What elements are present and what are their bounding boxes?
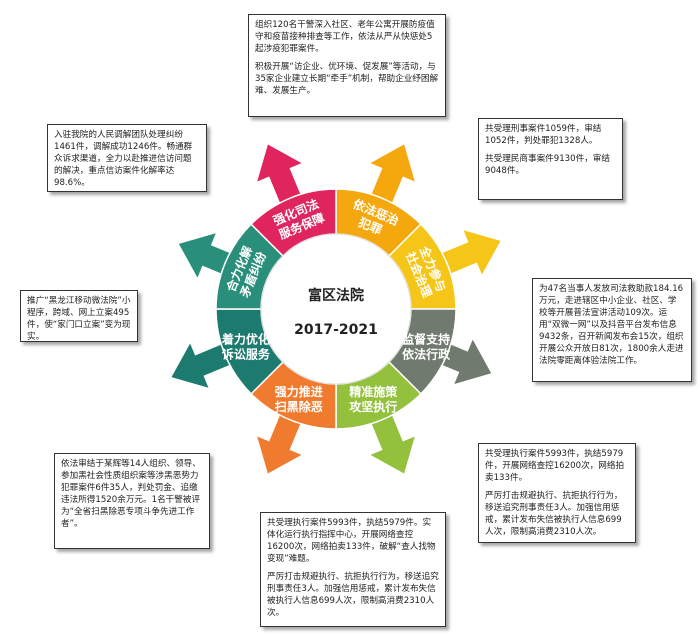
box-right: 为47名当事人发放司法救助款184.16万元，走进辖区中小企业、社区、学校等开展… (532, 278, 692, 382)
center-years: 2017-2021 (294, 322, 378, 338)
box-bottom-p1: 共受理执行案件5993件，执结5979件。实体化运行执行指挥中心，开展网络查控1… (267, 518, 436, 565)
box-top-p1: 组织120名干警深入社区、老年公寓开展防疫值守和疫苗接种排查等工作，依法从严从快… (255, 20, 435, 55)
arrow-s (257, 406, 305, 474)
box-bottom: 共受理执行案件5993件，执结5979件。实体化运行执行指挥中心，开展网络查控1… (260, 512, 446, 627)
box-bottom-right-p2: 严厉打击规避执行、抗拒执行行为，移送追究刑事责任3人。加强信用惩戒，累计发布失信… (485, 491, 623, 538)
box-top-right-p2: 共受理民商事案件9130件，审结9048件。 (485, 154, 610, 177)
segment-label-se-line2: 攻坚执行 (349, 399, 397, 414)
box-top-p2: 积极开展“访企业、优环境、促发展”等活动，与35家企业建立长期“牵手”机制，帮助… (255, 62, 439, 97)
box-bottom-right: 共受理执行案件5993件，执结5979件，开展网络查控16200次，网络拍卖13… (478, 443, 636, 543)
arrow-sw (171, 340, 239, 388)
segment-label-sw-line2: 诉讼服务 (222, 346, 271, 361)
segment-label-s-line1: 强力推进 (275, 384, 323, 399)
box-top: 组织120名干警深入社区、老年公寓开展防疫值守和疫苗接种排查等工作，依法从严从快… (248, 14, 446, 117)
arrow-ne (433, 230, 501, 278)
segment-label-se-line1: 精准施策 (349, 384, 398, 399)
segment-label-sw-line1: 着力优化 (221, 331, 270, 346)
box-bottom-p2: 严厉打击规避执行、抗拒执行行为，移送追究刑事责任3人。加强信用惩戒，累计发布失信… (267, 572, 439, 619)
box-top-left-p1: 入驻我院的人民调解团队处理纠纷1461件，调解成功1246件。畅通群众诉求渠道，… (54, 130, 193, 189)
box-bottom-left: 依法审结于某辉等14人组织、领导、参加黑社会性质组织案等涉黑恶势力犯罪案件6件3… (54, 453, 210, 549)
arrow-n (367, 144, 415, 212)
box-right-p1: 为47名当事人发放司法救助款184.16万元，走进辖区中小企业、社区、学校等开展… (539, 284, 684, 367)
center-circle (260, 233, 412, 385)
segment-label-e-line2: 依法行政 (402, 346, 451, 361)
box-bottom-right-p1: 共受理执行案件5993件，执结5979件，开展网络查控16200次，网络拍卖13… (485, 449, 625, 484)
box-top-right-p1: 共受理刑事案件1059件，审结1052件，判处罪犯1328人。 (485, 124, 602, 147)
arrow-nw (257, 144, 305, 212)
box-top-left: 入驻我院的人民调解团队处理纠纷1461件，调解成功1246件。畅通群众诉求渠道，… (47, 124, 207, 192)
center-title: 富区法院 (308, 287, 364, 304)
box-left: 推广“黑龙江移动微法院”小程序，跨域、网上立案495件，使“家门口立案”变为现实… (20, 290, 138, 342)
arrow-se (367, 406, 415, 474)
arrows-layer (171, 144, 501, 474)
box-left-p1: 推广“黑龙江移动微法院”小程序，跨域、网上立案495件，使“家门口立案”变为现实… (27, 296, 131, 343)
box-bottom-left-p1: 依法审结于某辉等14人组织、领导、参加黑社会性质组织案等涉黑恶势力犯罪案件6件3… (61, 459, 201, 530)
box-top-right: 共受理刑事案件1059件，审结1052件，判处罪犯1328人。 共受理民商事案件… (478, 118, 623, 200)
labels-layer: 依法惩治犯罪全力参与社会治理监督支持依法行政精准施策攻坚执行强力推进扫黑除恶着力… (221, 196, 451, 414)
segment-label-e-line1: 监督支持 (402, 331, 450, 346)
segment-label-s-line2: 扫黑除恶 (275, 399, 323, 414)
